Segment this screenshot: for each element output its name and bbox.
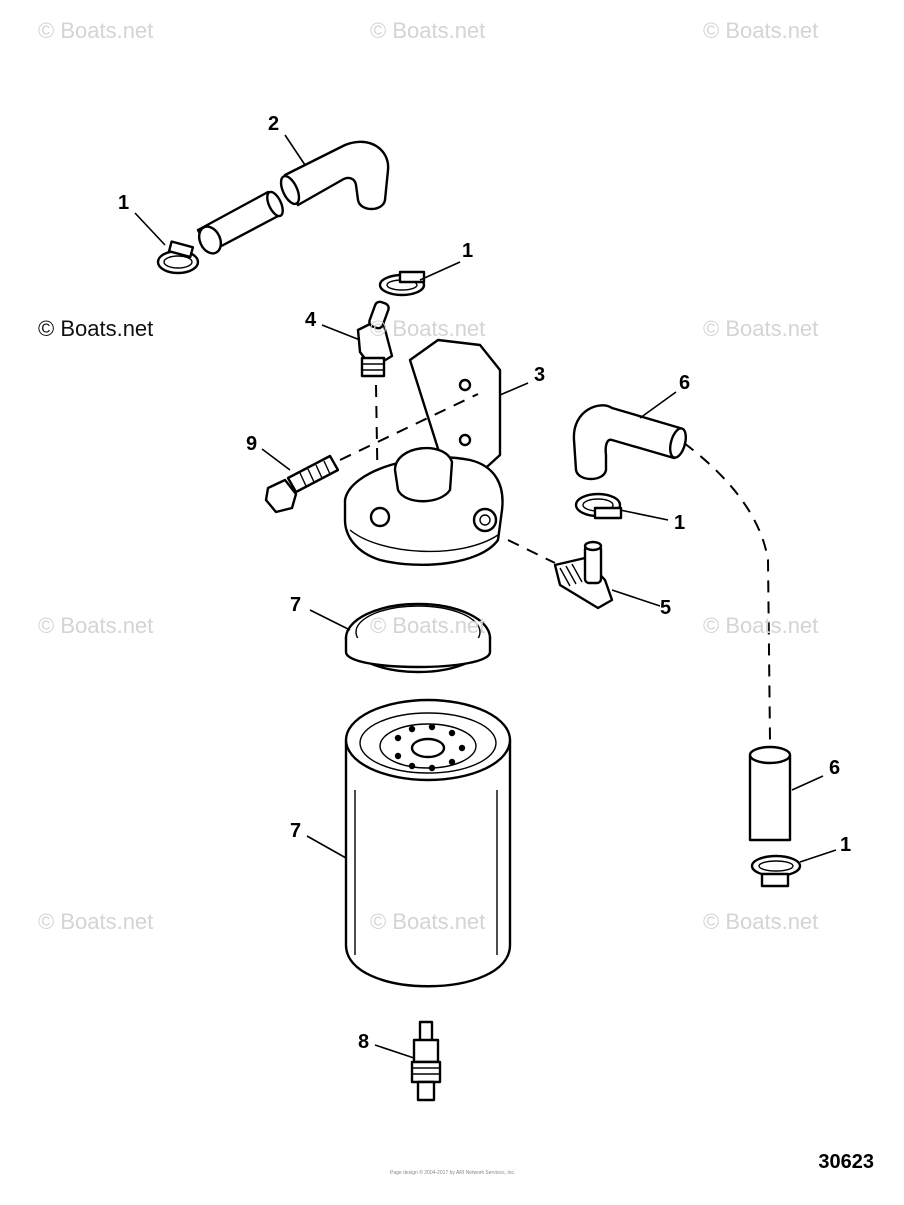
leader-lines [134, 134, 837, 1059]
callout-7[interactable]: 7 [290, 820, 302, 842]
callout-1[interactable]: 1 [674, 512, 686, 534]
watermark: © Boats.net [703, 316, 819, 341]
part-4-elbow-fitting[interactable] [356, 300, 394, 378]
callout-6[interactable]: 6 [829, 757, 841, 779]
watermark: © Boats.net [370, 613, 486, 638]
part-2-elbow-hose[interactable] [195, 140, 390, 257]
callout-1[interactable]: 1 [118, 192, 130, 214]
callout-1[interactable]: 1 [462, 240, 474, 262]
callout-7[interactable]: 7 [290, 594, 302, 616]
part-1-hose-clamp-b[interactable] [378, 270, 426, 297]
callout-2[interactable]: 2 [268, 113, 280, 135]
assembly-line-9 [339, 393, 479, 461]
assembly-line-5 [507, 539, 556, 564]
callout-3[interactable]: 3 [534, 364, 546, 386]
watermark: © Boats.net [370, 909, 486, 934]
part-9-bolt[interactable] [264, 454, 340, 514]
part-6-straight-hose[interactable] [748, 745, 792, 842]
part-8-drain-sensor[interactable] [410, 1020, 442, 1102]
drawing-number: 30623 [818, 1151, 874, 1173]
part-7-filter-canister[interactable] [344, 698, 512, 988]
callout-8[interactable]: 8 [358, 1031, 370, 1053]
watermark: © Boats.net [703, 613, 819, 638]
watermark: © Boats.net [38, 18, 154, 43]
watermark: © Boats.net [703, 18, 819, 43]
hose-routing-line [683, 442, 771, 741]
callout-9[interactable]: 9 [246, 433, 258, 455]
part-1-hose-clamp-a[interactable] [156, 240, 200, 275]
part-7-seal-ring[interactable] [344, 602, 492, 674]
watermark: © Boats.net [38, 316, 154, 341]
watermark: © Boats.net [370, 18, 486, 43]
watermark: © Boats.net [370, 316, 486, 341]
callout-5[interactable]: 5 [660, 597, 672, 619]
part-6-elbow-hose-upper[interactable] [572, 404, 689, 481]
part-5-barbed-fitting[interactable] [553, 540, 614, 610]
part-3-filter-head[interactable] [343, 338, 504, 567]
callout-4[interactable]: 4 [305, 309, 317, 331]
callout-6[interactable]: 6 [679, 372, 691, 394]
watermark: © Boats.net [703, 909, 819, 934]
callout-1[interactable]: 1 [840, 834, 852, 856]
part-1-hose-clamp-c[interactable] [574, 492, 623, 520]
watermark: © Boats.net [38, 613, 154, 638]
copyright-note: Page design © 2004-2017 by ARI Network S… [390, 1170, 516, 1176]
part-1-hose-clamp-d[interactable] [750, 854, 802, 888]
watermark: © Boats.net [38, 909, 154, 934]
